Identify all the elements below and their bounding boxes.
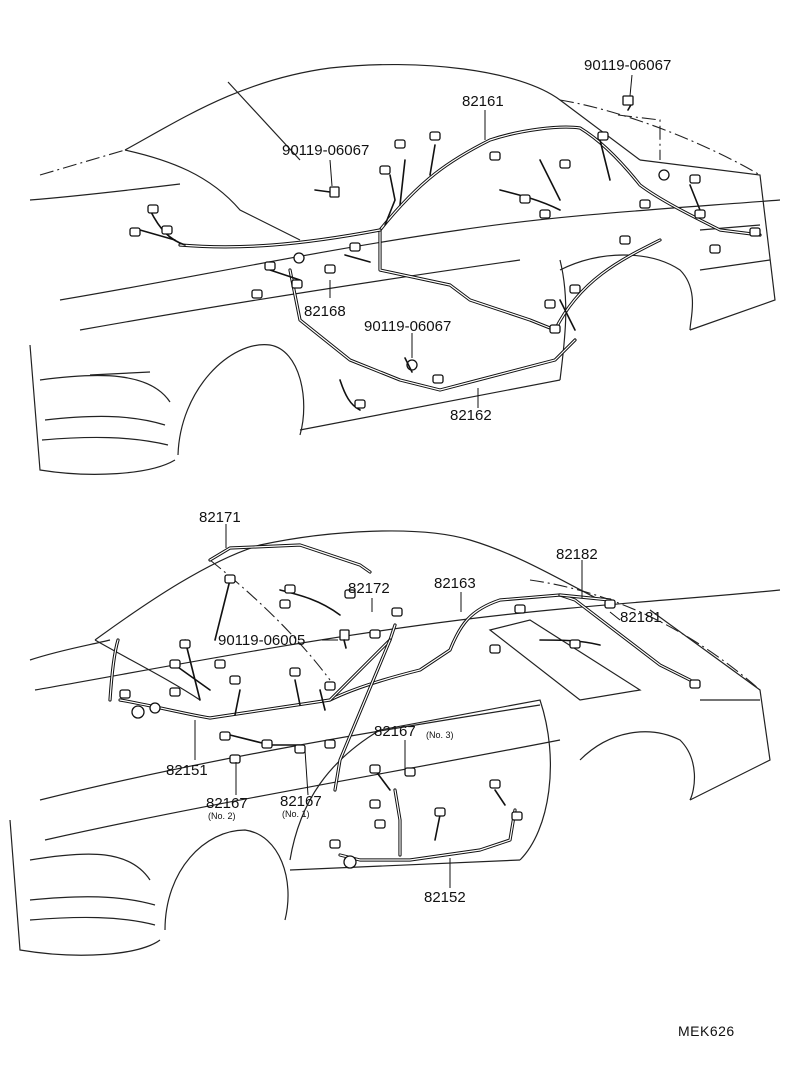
harness-82171 [208, 543, 372, 574]
bottom-connectors [119, 574, 701, 869]
label-82172: 82172 [348, 580, 390, 597]
label-bolt-90119-06067-b: 90119-06067 [584, 57, 671, 74]
bottom-car-body [9, 530, 781, 956]
harness-82162 [288, 268, 577, 392]
harness-82152 [338, 788, 517, 862]
label-bolt-90119-06005: 90119-06005 [218, 632, 305, 649]
label-82171: 82171 [199, 509, 241, 526]
harness-82163 [328, 593, 692, 702]
label-82181: 82181 [620, 609, 662, 626]
label-82167-no3: 82167 [374, 723, 416, 740]
top-leaders [329, 74, 633, 408]
bottom-leaders [194, 524, 621, 888]
label-82167-no2-sub: (No. 2) [208, 811, 236, 821]
drawing-code: MEK626 [678, 1023, 735, 1039]
top-connectors [129, 131, 761, 409]
bottom-bolt [339, 629, 350, 649]
label-82168: 82168 [304, 303, 346, 320]
label-bolt-90119-06067-c: 90119-06067 [364, 318, 451, 335]
label-82163: 82163 [434, 575, 476, 592]
label-82161: 82161 [462, 93, 504, 110]
label-82152: 82152 [424, 889, 466, 906]
top-bolts [314, 95, 634, 373]
label-82167-no1-sub: (No. 1) [282, 809, 310, 819]
label-82182: 82182 [556, 546, 598, 563]
top-car-body [29, 63, 781, 475]
harness-82151 [108, 623, 397, 792]
label-82167-no2: 82167 [206, 795, 248, 812]
label-82162: 82162 [450, 407, 492, 424]
label-bolt-90119-06067-a: 90119-06067 [282, 142, 369, 159]
label-82167-no1: 82167 [280, 793, 322, 810]
label-82167-no3-sub: (No. 3) [426, 730, 454, 740]
label-82151: 82151 [166, 762, 208, 779]
harness-82161 [178, 125, 762, 332]
